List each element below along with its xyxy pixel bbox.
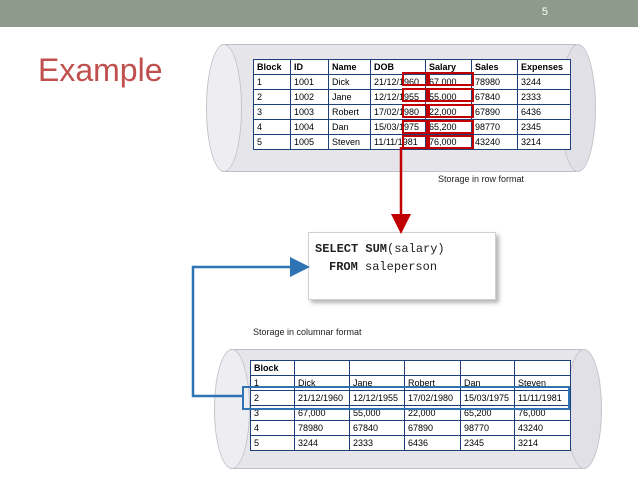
table-cell: 3244 [517,74,571,90]
salary-highlight-box [426,72,474,86]
table-row: 2 21/12/1960 12/12/1955 17/02/1980 15/03… [250,390,571,406]
table-header-row: Block ID Name DOB Salary Sales Expenses [253,59,571,75]
sql-keyword: SELECT SUM [315,242,388,256]
salary-highlight-box [402,104,430,118]
columnar-format-caption: Storage in columnar format [253,327,362,337]
salary-highlight-box [426,88,474,102]
sql-text: (salary) [387,242,445,256]
salary-block-highlight [242,386,570,410]
sql-line-select: SELECT SUM(salary) [315,242,445,256]
slide-title: Example [38,52,163,88]
columnar-to-query-arrow [191,257,310,398]
slide-number: 5 [541,6,548,18]
column-header: Expenses [517,59,571,75]
salary-highlight-box [402,120,430,134]
salary-highlight-box [426,120,474,134]
table-cell: 11/11/1981 [370,134,426,150]
salary-highlight-box [402,135,430,149]
salary-highlight-box [426,104,474,118]
table-cell: 3214 [517,134,571,150]
sql-keyword: FROM [329,260,358,274]
salary-highlight-box [402,88,430,102]
table-cell: 5 [253,134,291,150]
salary-highlight-box [426,135,474,149]
table-row: 5 3244 2333 6436 2345 3214 [250,435,571,451]
table-cell: 6436 [404,435,461,451]
table-cell: Steven [328,134,371,150]
table-row: 5 1005 Steven 11/11/1981 76,000 43240 32… [253,134,571,150]
sql-text: saleperson [357,260,438,274]
sql-query-box: SELECT SUM(salary) FROM saleperson [308,232,496,300]
row-format-caption: Storage in row format [438,174,525,184]
salary-highlight-box [402,72,430,86]
sql-line-from: FROM saleperson [329,260,437,274]
table-cell: 3214 [514,435,571,451]
table-row: 1 1001 Dick 21/12/1960 67,000 78980 3244 [253,74,571,90]
table-cell: 3244 [294,435,350,451]
slide-header-bar: 5 [0,0,638,27]
